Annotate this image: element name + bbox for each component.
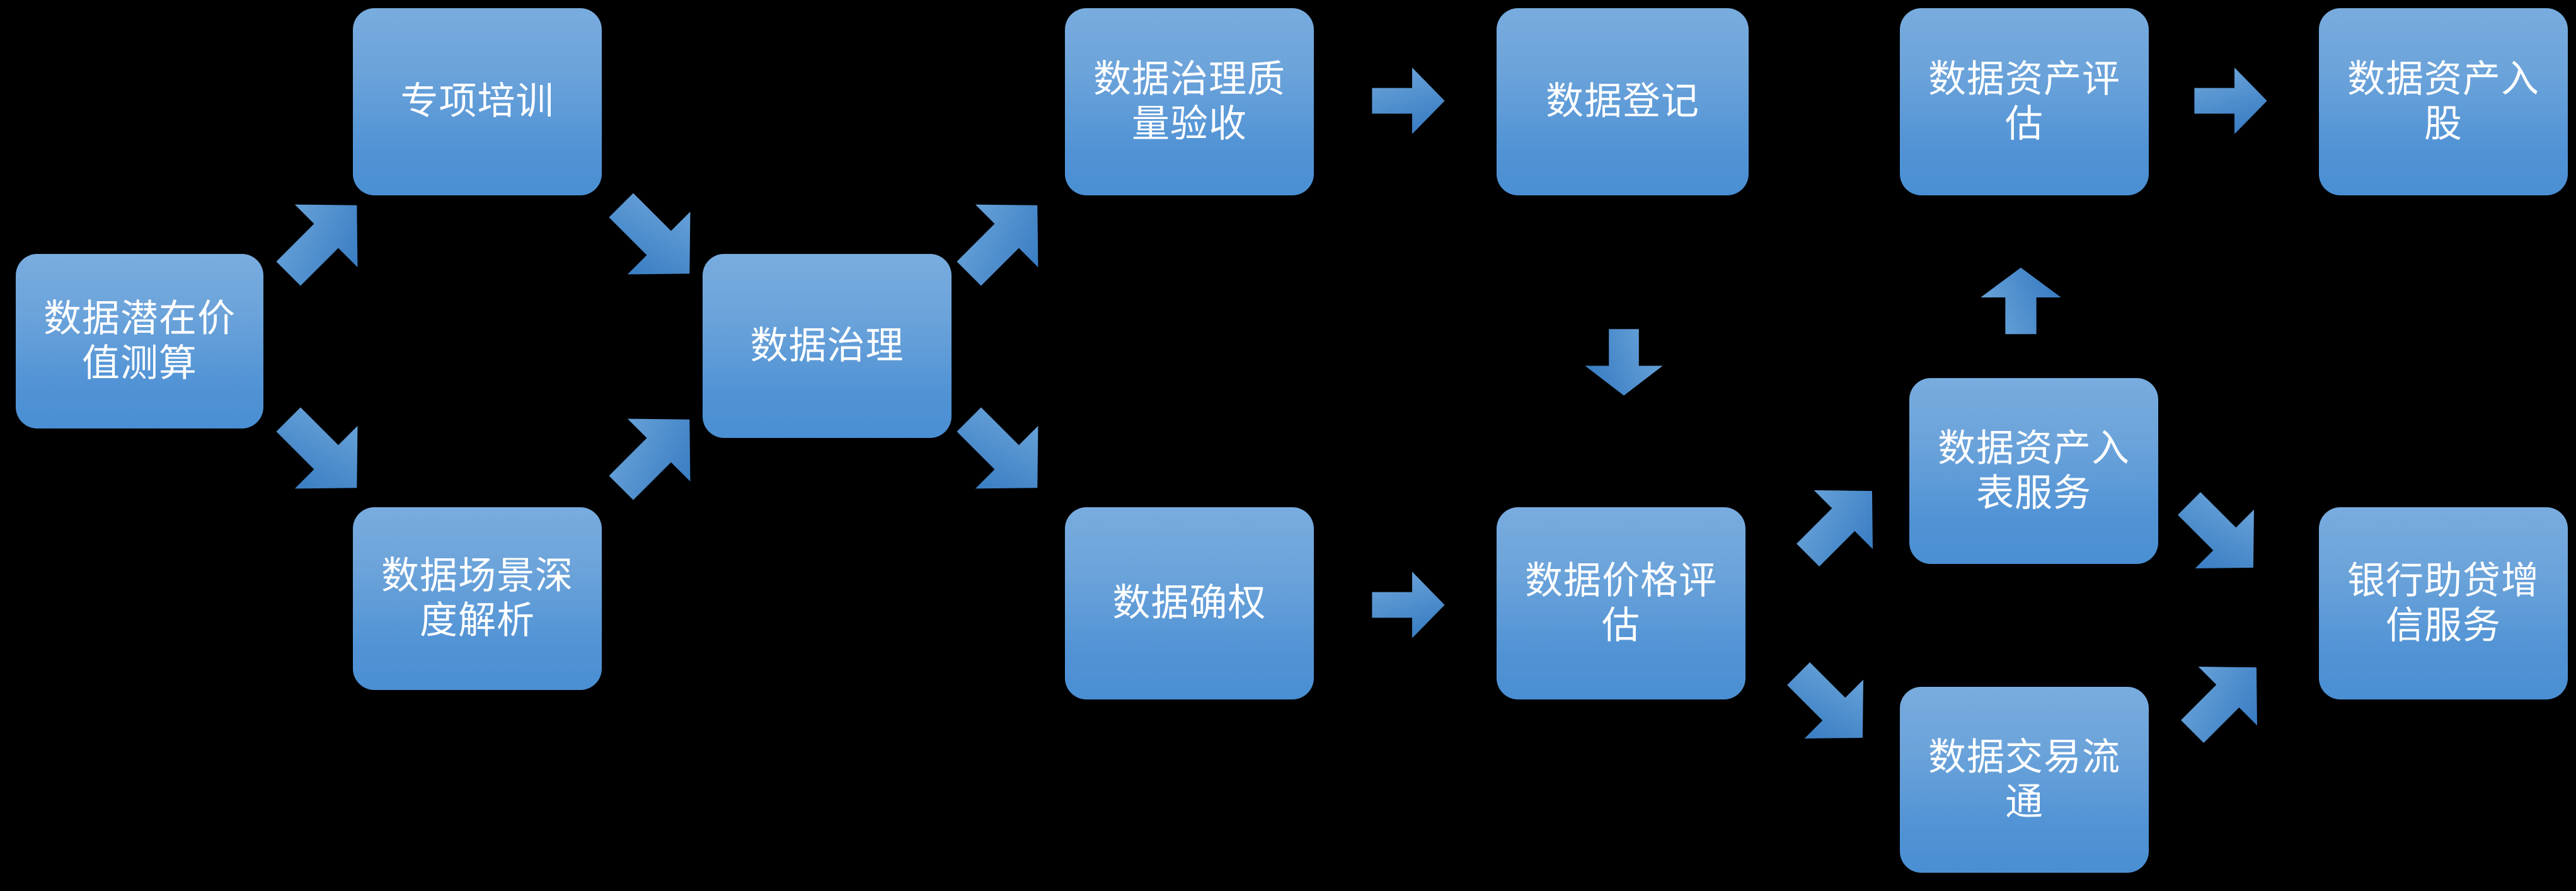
node-data-governance[interactable]: 数据治理 xyxy=(703,254,952,438)
arrow-training-to-governance xyxy=(584,168,727,311)
node-governance-quality[interactable]: 数据治理质量验收 xyxy=(1065,8,1314,195)
arrow-governance-to-quality xyxy=(932,168,1074,311)
node-label: 数据资产入表服务 xyxy=(1937,427,2130,514)
arrow-onbooks-to-bank-credit xyxy=(2154,469,2288,602)
node-label: 数据交易流通 xyxy=(1928,736,2120,823)
node-label: 数据场景深度解析 xyxy=(381,555,573,641)
node-asset-equity[interactable]: 数据资产入股 xyxy=(2319,8,2568,195)
node-label: 数据治理 xyxy=(750,325,904,367)
arrow-potential-to-scenario xyxy=(251,382,394,525)
node-label: 数据资产入股 xyxy=(2347,58,2539,145)
arrow-price-to-trading xyxy=(1764,639,1897,773)
node-label: 数据资产评估 xyxy=(1928,58,2120,145)
node-label: 数据登记 xyxy=(1546,81,1699,123)
arrow-governance-to-rights xyxy=(932,382,1074,525)
node-data-registration[interactable]: 数据登记 xyxy=(1497,8,1749,195)
node-asset-onbooks-service[interactable]: 数据资产入表服务 xyxy=(1909,378,2158,564)
node-asset-valuation[interactable]: 数据资产评估 xyxy=(1900,8,2149,195)
arrow-scenario-to-governance xyxy=(584,382,727,525)
node-label: 数据价格评估 xyxy=(1524,560,1717,647)
node-scenario-analysis[interactable]: 数据场景深度解析 xyxy=(353,507,602,690)
node-label: 数据潜在价值测算 xyxy=(43,297,236,384)
arrow-quality-to-registration xyxy=(1371,63,1446,139)
arrow-asset-valuation-to-equity xyxy=(2193,63,2268,139)
arrow-registration-to-price xyxy=(1580,328,1668,397)
node-potential-value[interactable]: 数据潜在价值测算 xyxy=(16,254,263,428)
arrow-price-to-onbooks xyxy=(1773,456,1907,590)
arrow-trading-to-bank-credit xyxy=(2158,633,2291,766)
node-label: 数据治理质量验收 xyxy=(1093,58,1285,145)
node-data-trading[interactable]: 数据交易流通 xyxy=(1900,687,2149,873)
node-special-training[interactable]: 专项培训 xyxy=(353,8,602,195)
node-bank-credit-service[interactable]: 银行助贷增信服务 xyxy=(2319,507,2568,699)
node-label: 银行助贷增信服务 xyxy=(2347,560,2539,647)
node-price-valuation[interactable]: 数据价格评估 xyxy=(1497,507,1745,699)
arrow-potential-to-training xyxy=(251,168,394,311)
node-label: 专项培训 xyxy=(400,81,555,123)
node-label: 数据确权 xyxy=(1112,582,1267,624)
arrow-onbooks-to-asset-valuation xyxy=(1975,267,2067,336)
node-data-rights[interactable]: 数据确权 xyxy=(1065,507,1314,699)
arrow-rights-to-price xyxy=(1371,567,1446,643)
